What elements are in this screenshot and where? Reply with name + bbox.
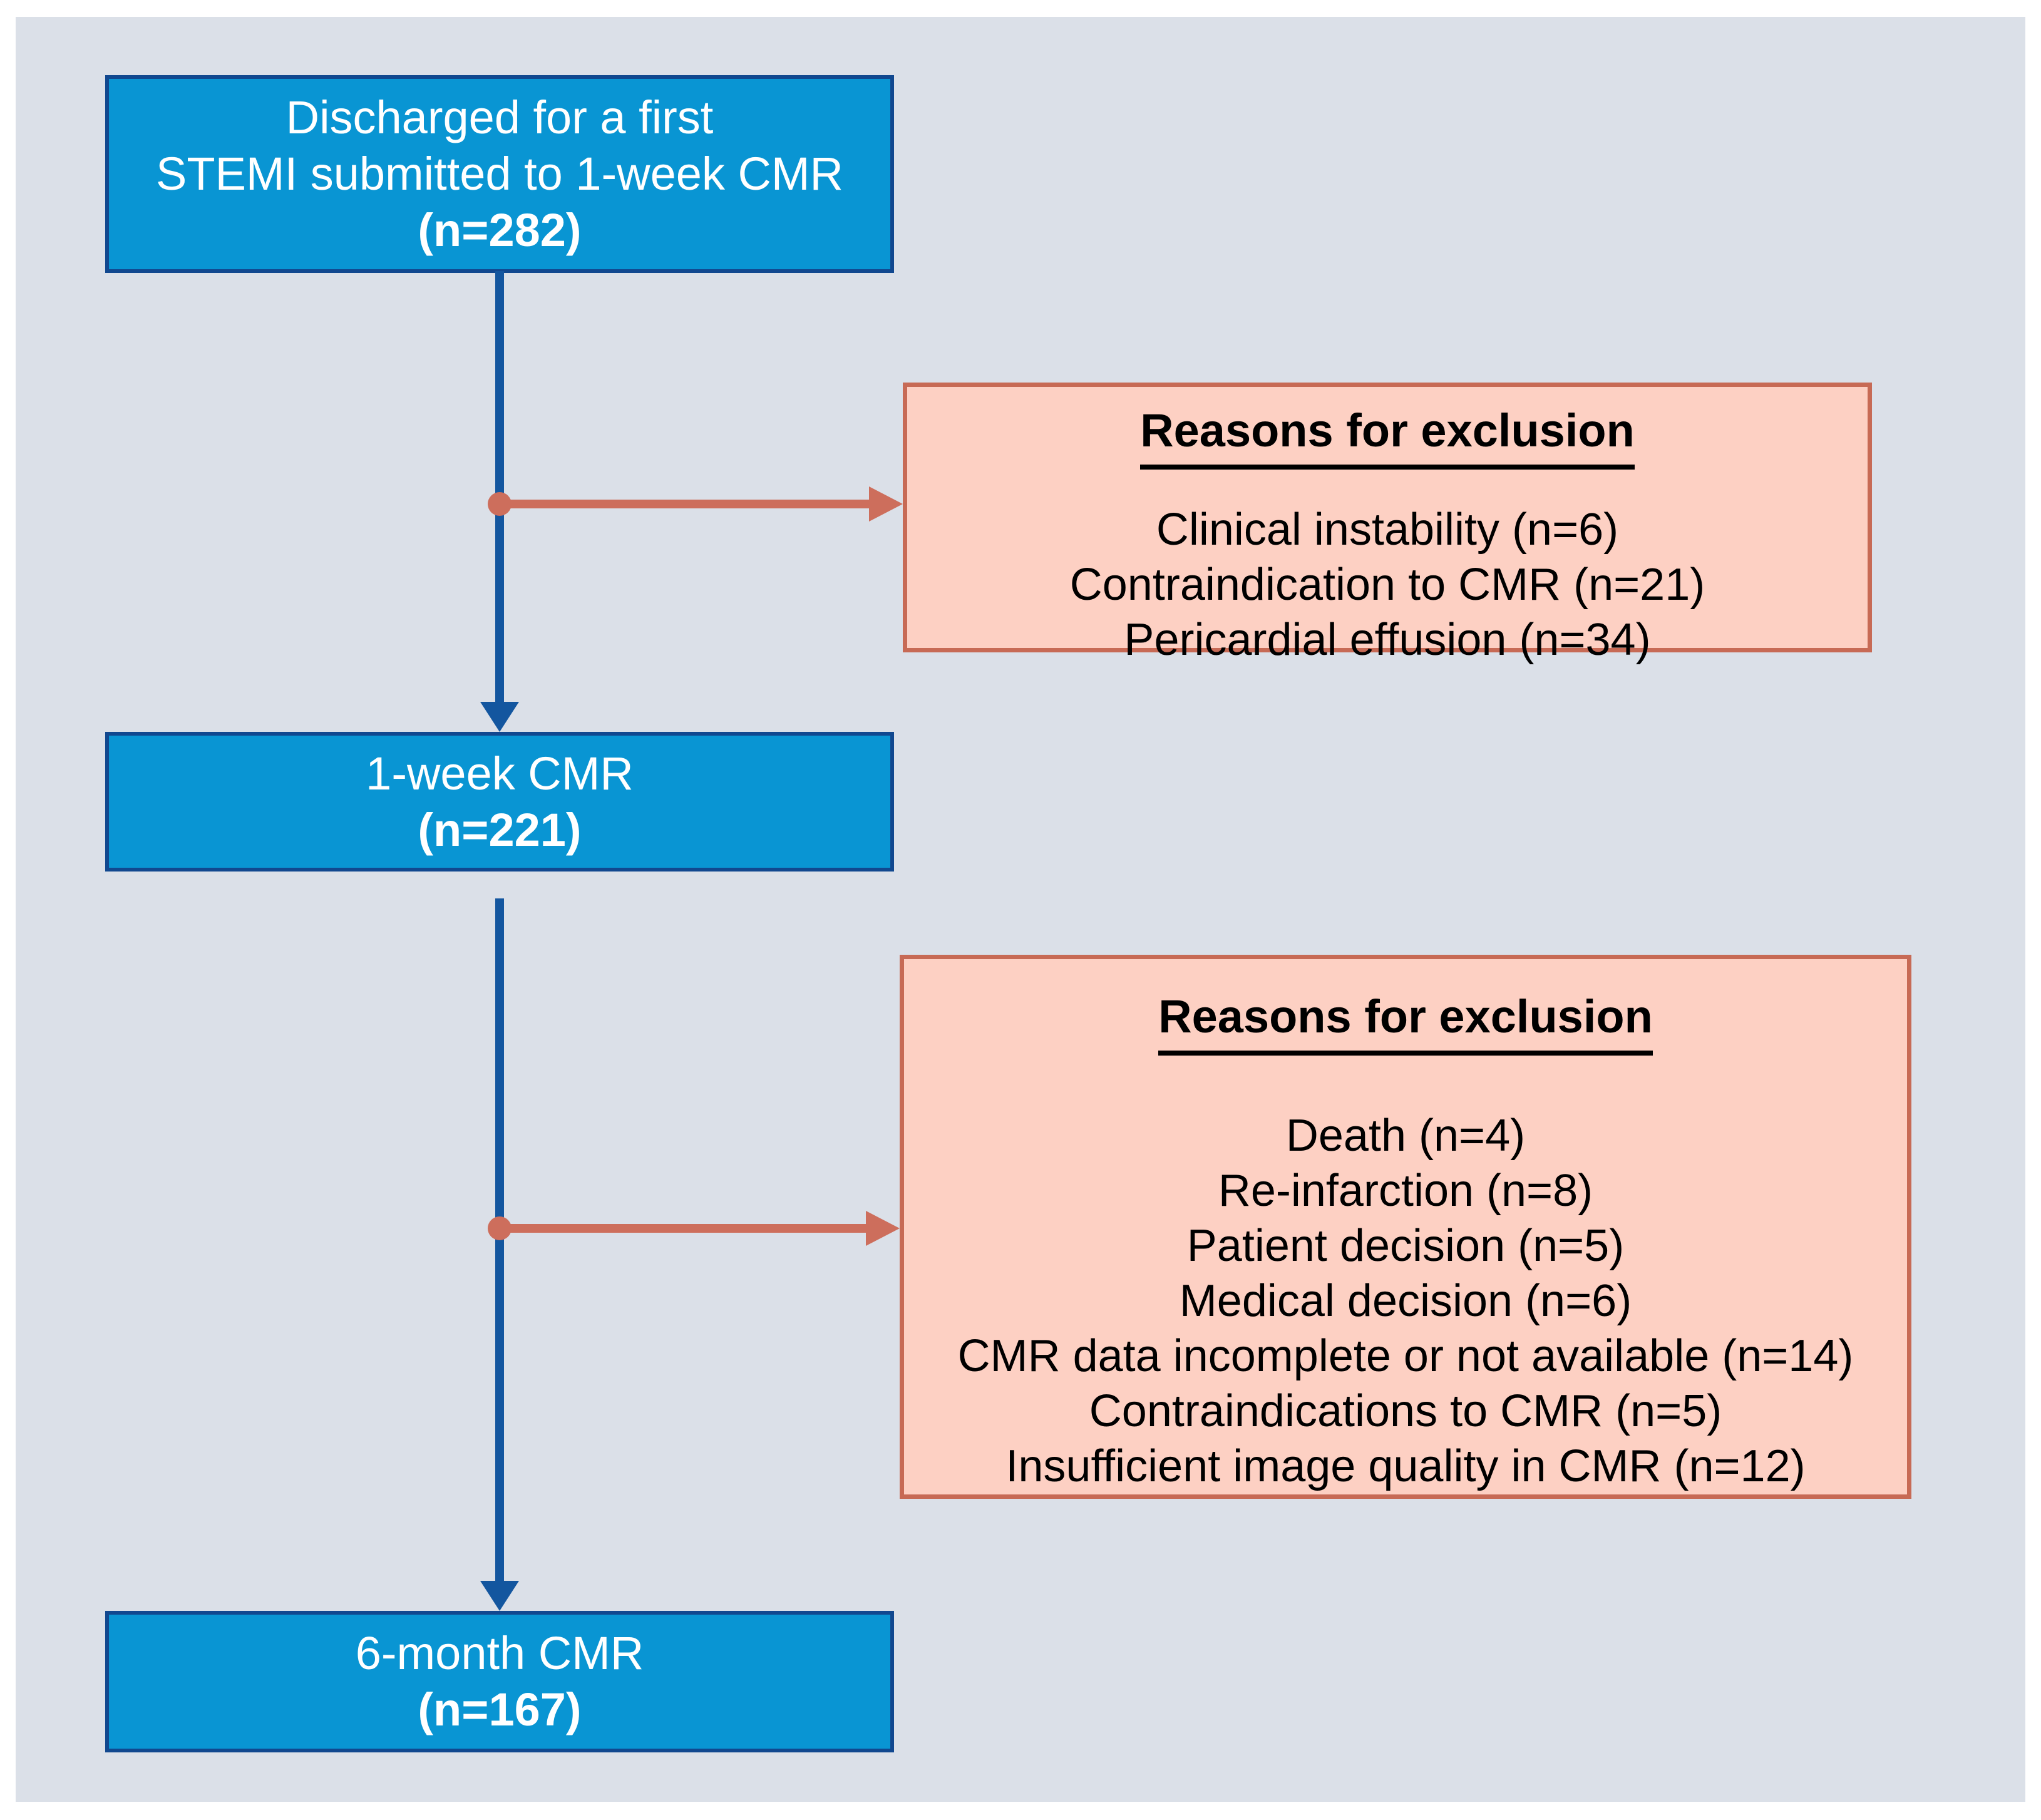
exclusion-item: Contraindications to CMR (n=5) [1089, 1386, 1722, 1436]
exclusion-title-text: Reasons for exclusion [1140, 403, 1635, 470]
exclusion-item: Pericardial effusion (n=34) [1124, 615, 1651, 665]
exclusion-box-2: Reasons for exclusion Death (n=4) Re-inf… [900, 955, 1911, 1499]
node-count-label: (n=282) [418, 204, 582, 256]
arrowhead-down-icon [480, 702, 519, 732]
node-week1: 1-week CMR (n=221) [105, 732, 894, 871]
arrowhead-right-icon [869, 486, 903, 522]
node-discharged: Discharged for a first STEMI submitted t… [105, 75, 894, 273]
exclusion-item: Medical decision (n=6) [1179, 1276, 1632, 1326]
exclusion-box-1: Reasons for exclusion Clinical instabili… [903, 383, 1872, 665]
connector-discharged-to-week1 [495, 271, 504, 704]
node-text-line: STEMI submitted to 1-week CMR [156, 148, 843, 200]
exclusion-title: Reasons for exclusion [904, 989, 1907, 1056]
exclusion-item: Re-infarction (n=8) [1218, 1166, 1593, 1216]
arrowhead-right-icon [866, 1211, 900, 1246]
node-text-line: 1-week CMR [366, 747, 634, 799]
exclusion-item: Insufficient image quality in CMR (n=12) [1005, 1441, 1806, 1491]
branch-connector-1 [500, 500, 870, 508]
exclusion-item: CMR data incomplete or not available (n=… [957, 1331, 1854, 1381]
branch-connector-2 [500, 1224, 867, 1233]
connector-week1-to-month6 [495, 898, 504, 1582]
spacer [907, 470, 1868, 502]
exclusion-item: Contraindication to CMR (n=21) [1069, 560, 1705, 610]
arrowhead-down-icon [480, 1581, 519, 1611]
node-text-line: Discharged for a first [285, 91, 714, 143]
exclusion-title-text: Reasons for exclusion [1158, 989, 1653, 1056]
exclusion-item: Clinical instability (n=6) [1156, 505, 1619, 555]
exclusion-item: Patient decision (n=5) [1186, 1221, 1625, 1271]
node-count-label: (n=167) [418, 1684, 582, 1735]
node-count-label: (n=221) [418, 803, 582, 856]
node-text-line: 6-month CMR [355, 1627, 644, 1679]
exclusion-item: Death (n=4) [1285, 1111, 1526, 1161]
diagram-background: Discharged for a first STEMI submitted t… [16, 17, 2025, 1802]
exclusion-title: Reasons for exclusion [907, 403, 1868, 470]
spacer [904, 1056, 1907, 1108]
node-month6: 6-month CMR (n=167) [105, 1611, 894, 1752]
